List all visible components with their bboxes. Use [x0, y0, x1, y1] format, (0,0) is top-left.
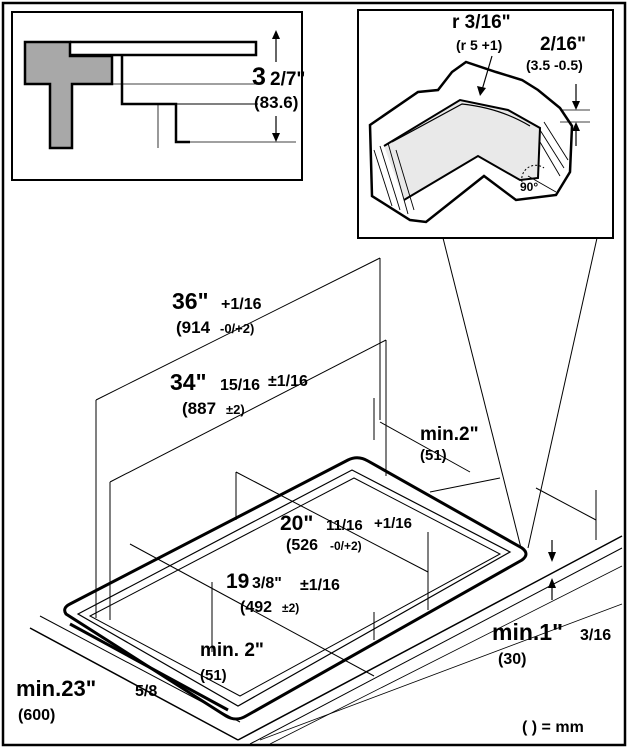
height-arrowhead-bottom [272, 133, 280, 142]
height-detail-panel: 3 2/7" (83.6) [11, 11, 305, 181]
height-arrowhead-top [272, 30, 280, 39]
min-counter-mm: (600) [18, 707, 55, 724]
units-legend: ( ) = mm [522, 719, 584, 736]
dimension-labels: 36" +1/16 (914 -0/+2) 34" 15/16 ±1/16 (8… [16, 288, 611, 736]
dim-34-line [109, 339, 387, 483]
min-side-frac: 3/16 [580, 627, 611, 644]
corner-detail-panel: 90° r 3/16" (r 5 +1) 2/16" (3.5 -0.5) [357, 9, 614, 239]
height-mm: (83.6) [254, 93, 298, 112]
overall-depth-tol: +1/16 [374, 515, 412, 532]
cutout-front-thick [69, 622, 229, 712]
overall-width-tol: +1/16 [221, 296, 262, 313]
dim-23-line [39, 615, 241, 723]
back-arrow [429, 477, 501, 493]
cutout-rebate [76, 469, 512, 707]
radius-mm: (r 5 +1) [456, 37, 502, 53]
cutout-width-tol: ±1/16 [268, 373, 308, 390]
min-front-mm: (51) [200, 667, 227, 684]
overall-width-mm-tol: -0/+2) [220, 321, 254, 336]
overall-depth-mm-tol: -0/+2) [330, 539, 362, 553]
height-fraction: 2/7" [270, 69, 305, 90]
cutout-depth-main: 19 [226, 570, 249, 593]
rebate-edge [391, 103, 531, 143]
height-main: 3 [252, 63, 266, 91]
counter-right-thickness [249, 547, 623, 745]
dim-36-line [95, 257, 381, 401]
hatch-left [373, 142, 415, 215]
dim-19-line [129, 543, 375, 677]
depth-arrowhead-top [572, 101, 580, 110]
overall-depth-frac: 11/16 [326, 517, 363, 534]
detail-leader-right [527, 237, 598, 549]
min-front-label: min. 2" [200, 640, 264, 661]
side-arrowhead-top [548, 552, 556, 562]
counter-right-front-edge [237, 535, 623, 741]
cutout-width-frac: 15/16 [220, 377, 260, 394]
hatch-right [527, 121, 569, 193]
radius-arrowhead [477, 86, 486, 96]
overall-width-mm: (914 [176, 318, 211, 337]
cooktop-profile [23, 40, 114, 150]
min-counter-frac: 5/8 [135, 683, 157, 700]
overall-width-main: 36" [172, 288, 209, 314]
depth-label: 2/16" [540, 34, 586, 55]
overall-depth-mm: (526 [286, 537, 318, 554]
cutout-depth-mm: (492 [240, 599, 272, 616]
cutout-depth-frac: 3/8" [252, 575, 282, 592]
cutout-depth-tol: ±1/16 [300, 577, 340, 594]
min-back-mm: (51) [420, 447, 447, 464]
cutout-outer [63, 456, 528, 721]
min-side-main: min.1" [492, 619, 563, 645]
side-arrowhead-bottom [548, 578, 556, 588]
dim-20-line [235, 471, 429, 573]
radius-label: r 3/16" [452, 12, 511, 33]
counter-front-edge [29, 627, 239, 741]
cutout-width-mm-tol: ±2) [226, 402, 245, 417]
radius-leader [481, 55, 493, 91]
angle-label: 90° [520, 180, 538, 194]
depth-mm: (3.5 -0.5) [526, 57, 583, 73]
countertop-drawing [29, 257, 623, 745]
detail-leader-left [442, 237, 522, 549]
angle-arc [521, 164, 545, 183]
cutout-width-mm: (887 [182, 399, 216, 418]
cutout-inner [88, 477, 502, 697]
counter-plate [70, 40, 258, 57]
min-back-label: min.2" [420, 424, 479, 445]
min-side-mm: (30) [498, 651, 526, 668]
dim-back-line [379, 421, 471, 473]
overall-depth-main: 20" [280, 512, 313, 535]
counter-lower-edge [259, 603, 623, 741]
cutout-depth-mm-tol: ±2) [282, 601, 299, 615]
depth-arrowhead-bottom [572, 122, 580, 131]
side-ext [535, 487, 597, 521]
min-counter-main: min.23" [16, 676, 96, 701]
cutout-width-main: 34" [170, 369, 207, 395]
